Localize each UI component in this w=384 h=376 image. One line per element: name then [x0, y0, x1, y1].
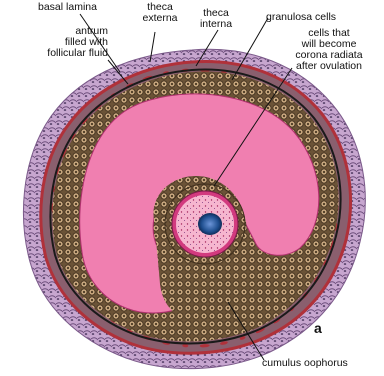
label-antrum: antrum filled with follicular fluid	[14, 26, 108, 59]
label-cumulus-oophorus: cumulus oophorus	[262, 358, 348, 369]
label-theca-externa-line2: externa	[138, 13, 182, 24]
panel-letter: a	[314, 320, 322, 336]
label-theca-externa: theca externa	[138, 2, 182, 24]
label-antrum-line3: follicular fluid	[14, 48, 108, 59]
oocyte-nucleus	[198, 213, 222, 235]
label-theca-interna: theca interna	[196, 8, 236, 30]
label-granulosa-cells: granulosa cells	[266, 12, 336, 23]
label-basal-lamina: basal lamina	[38, 2, 97, 13]
label-theca-interna-line2: interna	[196, 19, 236, 30]
label-corona-line4: after ovulation	[284, 61, 374, 72]
label-corona-radiata: cells that will become corona radiata af…	[284, 28, 374, 72]
